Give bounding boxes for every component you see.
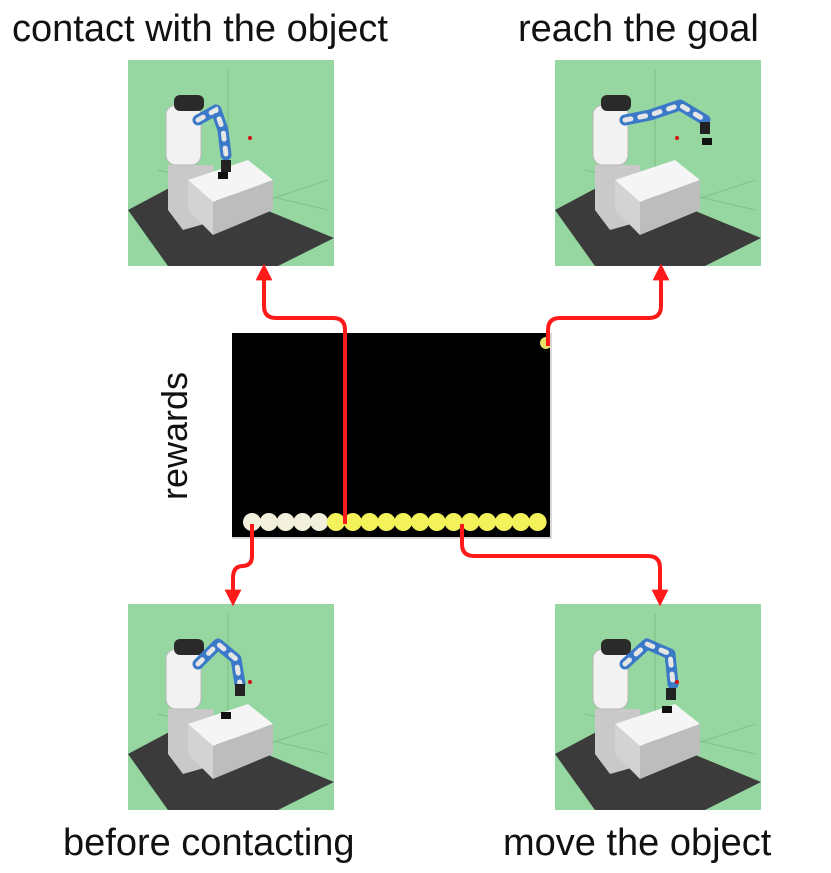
robot-head (174, 95, 204, 111)
object-block (218, 172, 228, 179)
reward-dot (461, 513, 480, 531)
gripper (221, 160, 231, 172)
reward-dot (293, 513, 312, 531)
reward-dot (276, 513, 295, 531)
robot-head (174, 639, 204, 655)
reward-dot (360, 513, 379, 531)
caption-contact-with-object: contact with the object (12, 8, 388, 50)
robot-scene-contact (128, 60, 334, 266)
gripper (666, 688, 676, 700)
reward-dot (478, 513, 497, 531)
table-side (640, 724, 700, 779)
arrow-to-reach-goal (546, 263, 670, 346)
robot-scene-drawing (128, 614, 334, 810)
robot-scene-move-object (555, 604, 761, 810)
reward-dots (243, 337, 552, 531)
table-top (188, 704, 273, 746)
table-front (188, 180, 213, 235)
robot-arm-joints (622, 641, 676, 687)
goal-marker (675, 136, 679, 140)
table-top (188, 160, 273, 202)
reward-dot (377, 513, 396, 531)
robot-scene-reach-goal (555, 60, 761, 266)
table-side (213, 724, 273, 779)
arrow-to-move-object (460, 524, 669, 607)
caption-before-contacting: before contacting (63, 822, 355, 864)
reward-dot (528, 513, 547, 531)
robot-arm-joints (622, 102, 708, 123)
robot-arm-joints (195, 640, 243, 687)
goal-marker (248, 680, 252, 684)
reward-dot (259, 513, 278, 531)
table-side (213, 180, 273, 235)
reward-dot (444, 513, 463, 531)
object-block (702, 138, 712, 145)
table-side (640, 180, 700, 235)
goal-marker (675, 680, 679, 684)
table-front (188, 724, 213, 779)
robot-scene-drawing (128, 70, 334, 266)
robot-scene-drawing (555, 70, 761, 266)
object-block (221, 712, 231, 719)
table-top (615, 704, 700, 746)
table-front (615, 180, 640, 235)
robot-scene-before-contact (128, 604, 334, 810)
reward-dot (394, 513, 413, 531)
caption-move-object: move the object (503, 822, 772, 864)
reward-dot (243, 513, 261, 531)
robot-arm-joints (195, 106, 229, 158)
gripper (235, 684, 245, 696)
arrow-to-contact (255, 263, 347, 524)
goal-marker (248, 136, 252, 140)
gripper (700, 122, 710, 134)
caption-reach-goal: reach the goal (518, 8, 759, 50)
reward-dot (411, 513, 429, 531)
arrow-to-before-contacting (224, 524, 254, 607)
reward-dot (343, 513, 362, 531)
robot-head (601, 95, 631, 111)
object-block (662, 706, 672, 713)
table-top (615, 160, 700, 202)
robot-head (601, 639, 631, 655)
reward-plot (232, 333, 552, 539)
reward-dot (495, 513, 513, 531)
reward-dot (511, 513, 530, 531)
table-front (615, 724, 640, 779)
robot-scene-drawing (555, 614, 761, 810)
reward-dot (327, 513, 345, 531)
reward-dot (427, 513, 446, 531)
reward-dot (310, 513, 329, 531)
